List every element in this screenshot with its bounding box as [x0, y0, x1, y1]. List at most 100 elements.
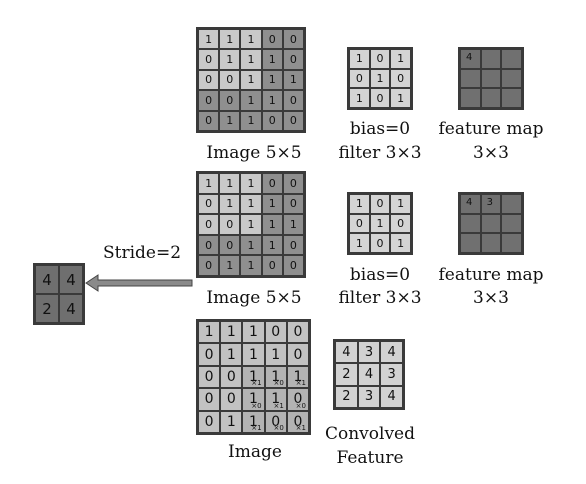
bias-caption-row1: bias=0: [349, 119, 411, 139]
image-row1-cell: 1: [219, 49, 241, 70]
filter-row1-cell: 1: [390, 49, 411, 69]
stride-label: Stride=2: [103, 243, 182, 263]
image-caption-row3: Image: [228, 442, 282, 462]
image-row3-cell: 1: [220, 410, 243, 433]
image-row2-cell: 1: [240, 214, 262, 235]
fm-caption2-row1: 3×3: [473, 143, 509, 163]
feature-map-row2-cell: 4: [460, 194, 481, 214]
convolved-feature-cell: 2: [335, 363, 358, 386]
image-row3-cell: 1: [242, 321, 265, 344]
image-row3-cell: 0×0: [264, 410, 287, 433]
image-row2-cell: 1: [240, 255, 262, 276]
image-row2-cell: 1: [261, 193, 283, 215]
filter-row1-cell: 1: [369, 68, 391, 89]
convolved-feature-cell: 4: [357, 363, 381, 386]
fm-caption1-row2: feature map: [438, 265, 544, 285]
filter-row1-cell: 1: [349, 88, 370, 108]
image-row1-cell: 0: [261, 29, 283, 50]
image-row1-cell: 0: [198, 49, 220, 70]
image-row2-cell: 1: [240, 173, 262, 194]
image-row3-cell: 0: [198, 410, 221, 433]
fm-caption1-row1: feature map: [438, 119, 544, 139]
image-row3-cell: 1×1: [242, 365, 265, 389]
filter-row2-cell: 0: [369, 194, 391, 214]
image-row1-cell: 1: [240, 90, 262, 111]
filter-row1-cell: 1: [390, 88, 411, 108]
image-row1-cell: 1: [219, 110, 241, 131]
feature-map-row2-cell: [480, 213, 502, 234]
image-row2-cell: 0: [198, 193, 220, 215]
filter-row1-cell: 1: [349, 49, 370, 69]
filter-row2-cell: 1: [390, 194, 411, 214]
image-row3-cell: 0×0: [286, 388, 309, 411]
convolved-caption-1: Convolved: [324, 424, 415, 444]
image-row3-cell: 1: [242, 343, 265, 366]
image-row1-cell: 0: [282, 110, 304, 131]
image-row2-cell: 1: [261, 234, 283, 256]
image-row1-cell: 1: [261, 69, 283, 91]
image-row1-cell: 0: [219, 90, 241, 111]
arrow-left-icon: [85, 274, 193, 292]
image-row3-cell: 0×1: [286, 410, 309, 433]
image-row2-cell: 0: [282, 173, 304, 194]
image-row3-cell: 0: [198, 343, 221, 366]
image-row3-cell: 0: [286, 321, 309, 344]
image-row2-cell: 1: [219, 193, 241, 215]
filter-row2-cell: 1: [390, 233, 411, 253]
feature-map-row2-cell: [501, 213, 522, 234]
image-row2-cell: 1: [282, 214, 304, 235]
bias-caption-row2: bias=0: [349, 265, 411, 285]
filter-row2-cell: 1: [349, 233, 370, 253]
image-row2-cell: 0: [198, 214, 220, 235]
stride-output-cell: 2: [35, 294, 59, 323]
feature-map-row1-cell: 4: [460, 49, 481, 69]
image-row3-cell: 0: [264, 321, 287, 344]
image-row2-cell: 0: [282, 234, 304, 256]
image-row3-cell: 1: [220, 343, 243, 366]
convolved-feature-cell: 3: [357, 341, 381, 364]
image-row3-cell: 0: [198, 388, 221, 411]
convolved-feature-cell: 2: [335, 385, 358, 408]
image-row3-cell: 0: [220, 388, 243, 411]
feature-map-row1-cell: [480, 49, 502, 69]
filter-row2-cell: 0: [349, 213, 370, 234]
image-row2-cell: 1: [219, 173, 241, 194]
image-row2-cell: 0: [219, 234, 241, 256]
image-row1-cell: 1: [261, 90, 283, 111]
image-row2-cell: 1: [219, 255, 241, 276]
image-row2-cell: 0: [261, 255, 283, 276]
image-row3-cell: 1×1: [264, 388, 287, 411]
filter-row2-cell: 1: [369, 213, 391, 234]
image-row1-cell: 0: [198, 69, 220, 91]
image-caption-row2: Image 5×5: [206, 288, 302, 308]
image-row3-cell: 1×0: [264, 365, 287, 389]
feature-map-row2-cell: 3: [480, 194, 502, 214]
feature-map-row2-cell: [480, 233, 502, 253]
image-row1-cell: 0: [282, 49, 304, 70]
stride-output-cell: 4: [59, 294, 83, 323]
image-row1-cell: 0: [198, 90, 220, 111]
image-row2-cell: 0: [261, 173, 283, 194]
image-row2-cell: 0: [198, 234, 220, 256]
filter-row1-cell: 0: [349, 68, 370, 89]
convolved-feature-cell: 3: [357, 385, 381, 408]
image-row1-cell: 1: [240, 110, 262, 131]
image-row3-cell: 1: [264, 343, 287, 366]
feature-map-row2-cell: [460, 233, 481, 253]
feature-map-row1-cell: [480, 68, 502, 89]
image-row1-cell: 1: [219, 29, 241, 50]
image-row3-cell: 1: [198, 321, 221, 344]
image-row2-cell: 0: [282, 255, 304, 276]
image-row2-cell: 0: [219, 214, 241, 235]
image-row3-cell: 1×1: [286, 365, 309, 389]
filter-caption-row1: filter 3×3: [338, 143, 422, 163]
image-row2-cell: 1: [240, 234, 262, 256]
feature-map-row2-cell: [501, 194, 522, 214]
fm-caption2-row2: 3×3: [473, 288, 509, 308]
feature-map-row1-cell: [480, 88, 502, 108]
